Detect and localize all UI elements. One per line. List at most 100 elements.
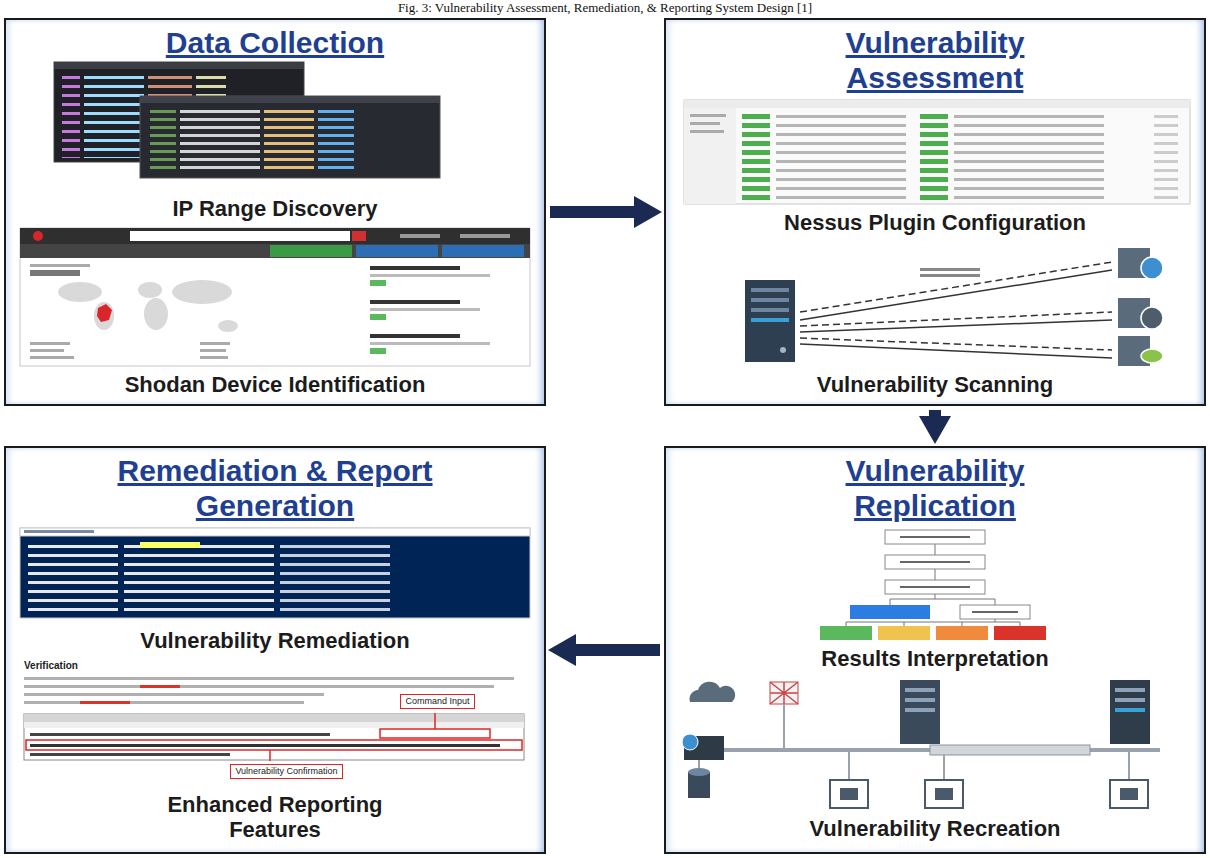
shodan-screenshot-part	[130, 231, 350, 241]
results-tree-part	[850, 605, 930, 619]
scanning-network-part	[800, 338, 1112, 350]
shodan-screenshot-part	[370, 334, 460, 338]
shodan-screenshot-part	[218, 320, 238, 332]
shodan-screenshot	[20, 228, 530, 366]
callout-text: Command Input	[405, 696, 470, 707]
shodan-screenshot-part	[400, 234, 440, 238]
shodan-screenshot-part	[442, 245, 524, 257]
results-tree-part	[885, 555, 985, 569]
recreated-network-part	[1115, 688, 1145, 692]
callout-box: Vulnerability Confirmation	[230, 764, 343, 779]
scanning-network-part	[1141, 307, 1163, 329]
code-editor-screenshot-part	[140, 96, 440, 178]
stage-panel: Vulnerability ReplicationResults Interpr…	[664, 446, 1206, 854]
nessus-screenshot-part	[684, 112, 1190, 202]
results-tree-part	[846, 622, 1020, 623]
callout-text: Vulnerability Confirmation	[235, 766, 338, 777]
shodan-screenshot-part	[460, 234, 510, 238]
step-label: Vulnerability Remediation	[15, 628, 535, 653]
results-tree-part	[935, 544, 936, 555]
scanning-network-part	[745, 280, 795, 362]
recreated-network-part	[830, 780, 868, 808]
scanning-network-part	[1141, 349, 1163, 363]
recreated-network-part	[770, 682, 798, 704]
step-label: Enhanced Reporting Features	[145, 792, 405, 843]
results-tree-part	[935, 594, 936, 599]
scanning-network-part	[800, 320, 1112, 332]
results-tree-part	[885, 530, 985, 544]
report-document-part	[269, 750, 271, 761]
results-tree-part	[885, 580, 985, 594]
recreated-network-part	[943, 755, 945, 780]
shodan-screenshot-part	[172, 280, 232, 304]
callout-box: Command Input	[400, 694, 475, 709]
recreated-network-part	[930, 745, 1090, 755]
shodan-screenshot-part	[356, 245, 438, 257]
report-document-part	[26, 740, 522, 750]
scanning-network-part	[800, 262, 1112, 312]
recreated-network-part	[688, 768, 710, 776]
report-document-part	[380, 729, 490, 738]
powershell-screenshot-part	[140, 542, 200, 548]
shodan-screenshot-part	[200, 349, 226, 352]
scanning-network-part	[751, 288, 789, 292]
report-document-part	[80, 701, 130, 704]
results-tree-part	[936, 626, 988, 640]
shodan-screenshot-part	[30, 270, 80, 276]
section-note: Verification	[22, 660, 80, 672]
recreated-network-part	[925, 780, 963, 808]
recreated-network-part	[783, 704, 785, 748]
shodan-screenshot-part	[30, 264, 90, 267]
shodan-screenshot-part	[97, 304, 112, 322]
recreated-network-part	[1115, 708, 1145, 712]
report-document-part	[140, 685, 180, 688]
results-tree-part	[960, 605, 1030, 619]
powershell-screenshot	[20, 528, 530, 618]
scanning-network-part	[920, 268, 980, 271]
scanning-network-part	[751, 298, 789, 302]
results-tree	[820, 530, 1046, 640]
shodan-screenshot-part	[94, 302, 114, 330]
code-editor-screenshot	[54, 62, 440, 178]
results-tree-part	[1020, 622, 1021, 626]
scanning-network-part	[751, 318, 789, 322]
results-tree-part	[890, 599, 995, 600]
stage-panel: Remediation & Report GenerationVulnerabi…	[4, 446, 546, 854]
stage-panel: Vulnerability AssessmentNessus Plugin Co…	[664, 18, 1206, 406]
code-editor-screenshot-part	[140, 96, 440, 103]
results-tree-part	[994, 626, 1046, 640]
scanning-network-part	[920, 274, 980, 277]
shodan-screenshot-part	[33, 231, 43, 241]
results-tree-part	[846, 622, 847, 626]
shodan-screenshot-part	[370, 314, 386, 320]
scanning-network	[745, 248, 1163, 366]
report-document-part	[24, 722, 524, 728]
nessus-screenshot	[684, 100, 1190, 204]
recreated-network-part	[698, 760, 700, 768]
recreated-network-part	[900, 680, 940, 744]
scanning-network-part	[751, 308, 789, 312]
results-tree-part	[962, 622, 963, 626]
results-tree-part	[878, 626, 930, 640]
shodan-screenshot-part	[138, 282, 162, 298]
panel-heading: Data Collection	[105, 26, 445, 61]
report-document-part	[20, 658, 530, 784]
shodan-screenshot-part	[30, 342, 70, 345]
nessus-screenshot-part	[684, 100, 1190, 108]
panel-heading: Vulnerability Replication	[765, 454, 1105, 523]
step-label: Vulnerability Recreation	[675, 816, 1195, 841]
code-editor-screenshot-part	[54, 62, 304, 69]
recreated-network-part	[905, 688, 935, 692]
report-document-part	[24, 693, 324, 696]
results-tree-part	[890, 599, 891, 605]
stage-panel: Data CollectionIP Range DiscoveryShodan …	[4, 18, 546, 406]
powershell-screenshot-part	[24, 530, 94, 533]
recreated-network-part	[840, 788, 858, 800]
panel-heading: Vulnerability Assessment	[765, 26, 1105, 95]
results-tree-part	[820, 626, 872, 640]
report-document-part	[24, 714, 524, 760]
report-document-part	[24, 677, 514, 680]
recreated-network-part	[1128, 752, 1130, 780]
